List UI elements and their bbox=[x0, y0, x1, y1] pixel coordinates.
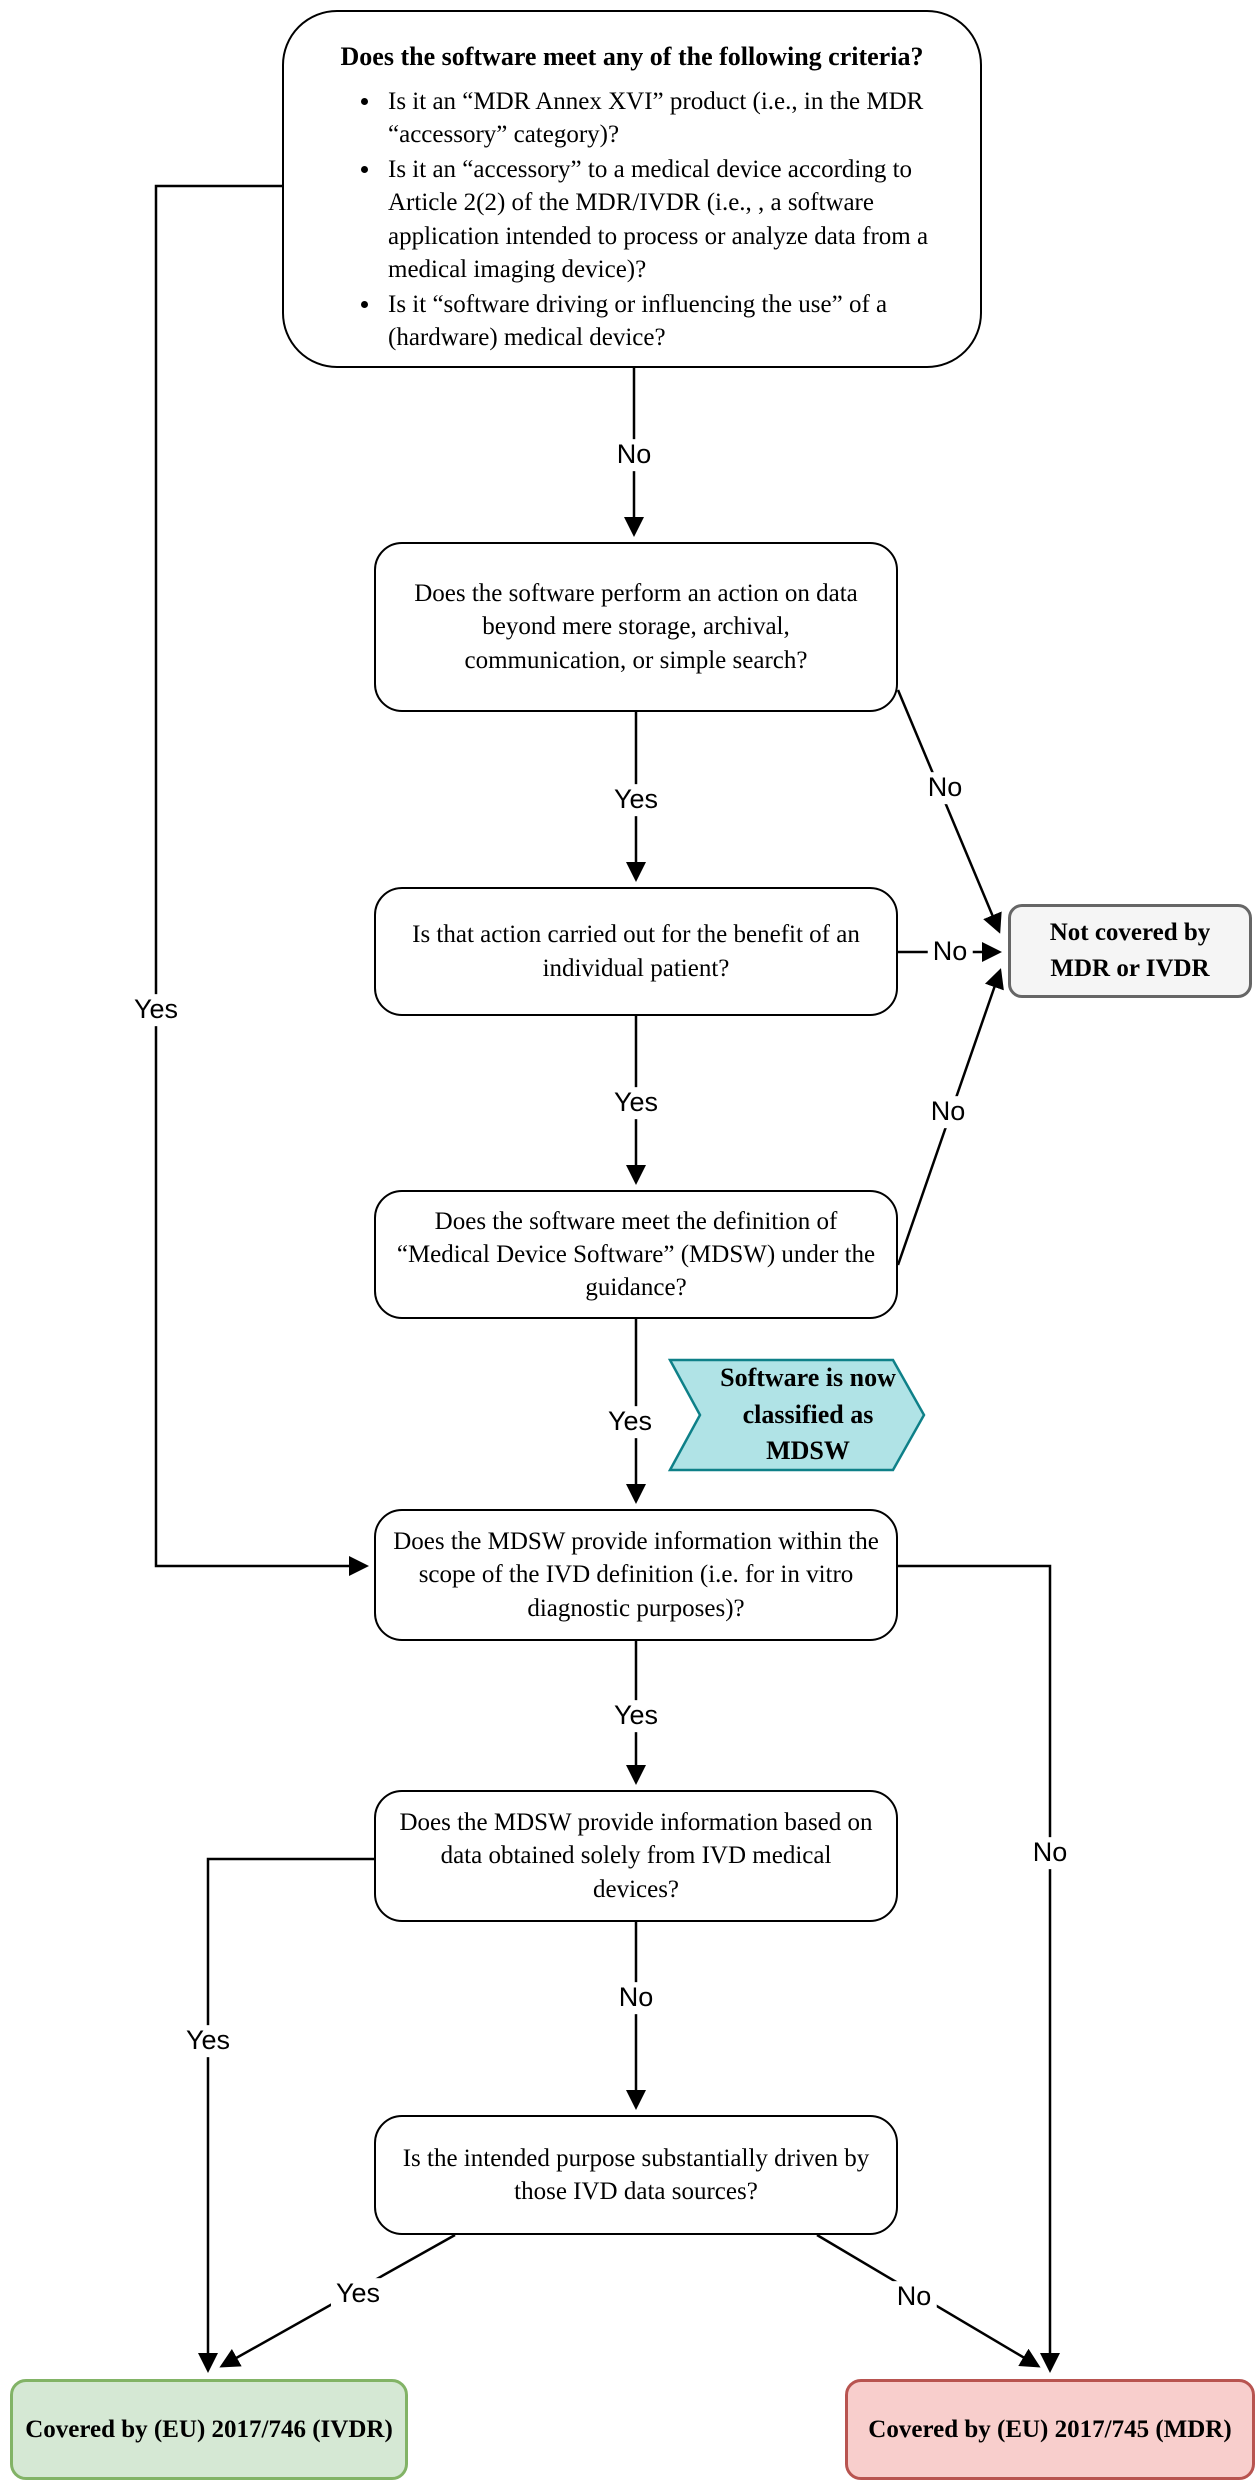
node-covered-ivdr-text: Covered by (EU) 2017/746 (IVDR) bbox=[25, 2415, 393, 2443]
edge-label-purpose-no: No bbox=[891, 2281, 937, 2313]
node-benefit-patient-text: Is that action carried out for the benef… bbox=[412, 921, 860, 982]
edge-label-action-no: No bbox=[922, 772, 968, 804]
edge-label-benefit-no: No bbox=[927, 936, 973, 968]
node-mdsw-definition-text: Does the software meet the definition of… bbox=[396, 1207, 876, 1302]
mdsw-banner-shape bbox=[667, 1358, 926, 1472]
edge-label-purpose-yes: Yes bbox=[330, 2278, 386, 2310]
edge-label-scope-yes: Yes bbox=[608, 1700, 664, 1732]
edge-criteria-yes bbox=[154, 184, 369, 1576]
node-ivd-scope: Does the MDSW provide information within… bbox=[374, 1509, 898, 1641]
node-ivd-scope-text: Does the MDSW provide information within… bbox=[393, 1528, 879, 1622]
node-solely-ivd: Does the MDSW provide information based … bbox=[374, 1790, 898, 1922]
node-mdsw-banner: Software is now classified as MDSW bbox=[696, 1362, 920, 1468]
criteria-bullet-2: Is it an “accessory” to a medical device… bbox=[382, 153, 944, 287]
edge-label-solely-yes: Yes bbox=[180, 2025, 236, 2057]
node-criteria: Does the software meet any of the follow… bbox=[282, 10, 982, 368]
edge-label-mdsw-no: No bbox=[925, 1096, 971, 1128]
node-mdsw-definition: Does the software meet the definition of… bbox=[374, 1190, 898, 1319]
node-mdsw-banner-text: Software is now classified as MDSW bbox=[720, 1363, 896, 1466]
edge-label-benefit-yes: Yes bbox=[608, 1087, 664, 1119]
criteria-title: Does the software meet any of the follow… bbox=[340, 42, 924, 71]
criteria-bullet-3: Is it “software driving or influencing t… bbox=[382, 288, 944, 355]
edge-label-solely-no: No bbox=[613, 1982, 659, 2014]
edge-label-action-yes: Yes bbox=[608, 784, 664, 816]
edge-label-scope-no: No bbox=[1027, 1837, 1073, 1869]
node-not-covered: Not covered by MDR or IVDR bbox=[1008, 904, 1252, 998]
node-solely-ivd-text: Does the MDSW provide information based … bbox=[399, 1809, 873, 1903]
node-action-on-data-text: Does the software perform an action on d… bbox=[414, 580, 858, 674]
node-covered-mdr-text: Covered by (EU) 2017/745 (MDR) bbox=[868, 2415, 1232, 2443]
node-not-covered-text: Not covered by MDR or IVDR bbox=[1049, 918, 1211, 982]
edge-label-criteria-yes: Yes bbox=[128, 994, 184, 1026]
edge-solely-yes bbox=[198, 1857, 374, 2373]
criteria-bullet-list: Is it an “MDR Annex XVI” product (i.e., … bbox=[320, 85, 944, 355]
criteria-bullet-1: Is it an “MDR Annex XVI” product (i.e., … bbox=[382, 85, 944, 152]
node-benefit-patient: Is that action carried out for the benef… bbox=[374, 887, 898, 1016]
edge-label-mdsw-yes: Yes bbox=[602, 1406, 658, 1438]
edge-label-criteria-no: No bbox=[611, 439, 657, 471]
node-covered-mdr: Covered by (EU) 2017/745 (MDR) bbox=[845, 2379, 1255, 2480]
edge-scope-no bbox=[898, 1564, 1060, 2373]
node-intended-purpose-text: Is the intended purpose substantially dr… bbox=[402, 2144, 870, 2205]
edge-action-no bbox=[896, 689, 1002, 934]
node-action-on-data: Does the software perform an action on d… bbox=[374, 542, 898, 712]
node-covered-ivdr: Covered by (EU) 2017/746 (IVDR) bbox=[10, 2379, 408, 2480]
node-intended-purpose: Is the intended purpose substantially dr… bbox=[374, 2115, 898, 2235]
